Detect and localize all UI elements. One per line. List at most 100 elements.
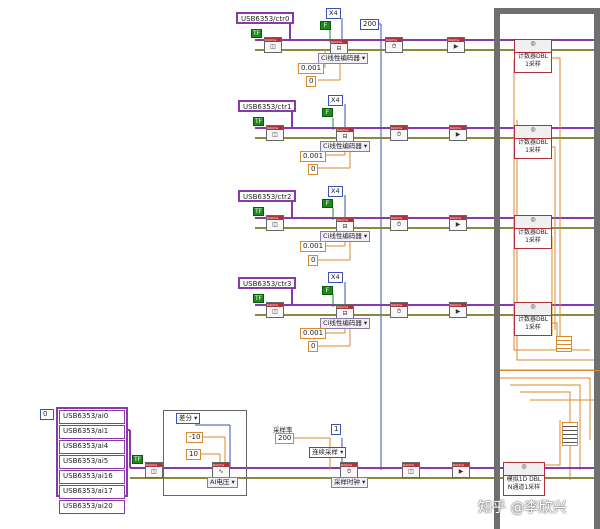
encoding-constant[interactable]: X4 (328, 272, 343, 283)
daqmx-timing-vi[interactable]: DAQmx⏱ (385, 37, 403, 53)
daqmx-start-vi[interactable]: DAQmx◫ (402, 462, 420, 478)
min-value-constant[interactable]: -10 (186, 432, 204, 443)
read-icon: ◎ (504, 463, 544, 476)
max-value-constant[interactable]: 10 (186, 449, 201, 460)
false-bool-constant[interactable]: F (322, 108, 333, 117)
ai-voltage-label: AI电压 (210, 478, 230, 486)
build-array-node[interactable] (556, 336, 572, 352)
counter-channel-constant[interactable]: USB6353/ctr1 (238, 100, 297, 112)
daq-icon: ◫ (272, 131, 278, 138)
daqmx-create-channel-vi[interactable]: DAQmx◫ (266, 302, 284, 318)
units-ring-label: Ci线性编码器 (323, 232, 362, 240)
counter-read-vi[interactable]: ◎ 计数器DBL 1采样 (514, 302, 552, 336)
sequence-frame[interactable] (494, 8, 600, 529)
distance-per-pulse-constant[interactable]: 0.001 (300, 151, 327, 162)
daqmx-start-task-vi[interactable]: DAQmx▶ (452, 462, 470, 478)
daqmx-timing-vi[interactable]: DAQmx⏱ (340, 462, 358, 478)
tf-bool-constant[interactable]: TF (253, 294, 264, 303)
daqmx-linear-encoder-vi[interactable]: DAQmx⊟ (336, 127, 354, 143)
encoding-constant[interactable]: X4 (328, 95, 343, 106)
play-icon: ▶ (455, 308, 461, 315)
sequence-inner-frame (500, 370, 600, 371)
tf-bool-constant[interactable]: TF (253, 207, 264, 216)
rate-constant[interactable]: 200 (360, 19, 380, 30)
ai-channel-item[interactable]: USB6353/ai4 (59, 440, 125, 454)
daqmx-ai-create-channel-vi[interactable]: DAQmx◫ (145, 462, 163, 478)
sample-rate-label: 采样率 (273, 426, 293, 434)
sample-clock-ring[interactable]: 采样时钟 ▾ (331, 477, 369, 488)
read-label-line2: 1采样 (525, 324, 541, 331)
daqmx-linear-encoder-vi[interactable]: DAQmx⊟ (336, 217, 354, 233)
sample-rate-constant[interactable]: 200 (275, 433, 295, 444)
tf-bool-constant[interactable]: TF (132, 455, 143, 464)
daqmx-start-vi[interactable]: DAQmx▶ (447, 37, 465, 53)
read-icon: ◎ (515, 126, 551, 139)
sample-mode-enum[interactable]: 连续采样 ▾ (309, 447, 347, 458)
distance-per-pulse-constant[interactable]: 0.001 (300, 328, 327, 339)
read-icon: ◎ (515, 216, 551, 229)
ai-channel-item[interactable]: USB6353/ai16 (59, 470, 125, 484)
ai-config-cluster[interactable] (163, 410, 247, 496)
daqmx-start-vi[interactable]: DAQmx▶ (449, 215, 467, 231)
watermark: 知乎 @李欣兴 (478, 500, 567, 516)
ai-channel-item[interactable]: USB6353/ai20 (59, 500, 125, 514)
read-icon: ◎ (515, 303, 551, 316)
distance-per-pulse-constant[interactable]: 0.001 (298, 63, 325, 74)
clock-icon: ⏱ (396, 131, 402, 138)
initial-position-constant[interactable]: 0 (306, 76, 317, 87)
sample-mode-value-constant[interactable]: 1 (331, 424, 342, 435)
read-label-line2: 1采样 (525, 147, 541, 154)
counter-channel-constant[interactable]: USB6353/ctr3 (238, 277, 297, 289)
counter-channel-constant[interactable]: USB6353/ctr2 (238, 190, 297, 202)
units-ring[interactable]: Ci线性编码器 ▾ (320, 141, 371, 152)
daqmx-ai-voltage-vi[interactable]: DAQmx∿ (212, 462, 230, 478)
initial-position-constant[interactable]: 0 (308, 341, 319, 352)
encoder-icon: ⊟ (336, 45, 342, 52)
encoding-constant[interactable]: X4 (328, 186, 343, 197)
ai-channel-item[interactable]: USB6353/ai5 (59, 455, 125, 469)
ai-channel-item[interactable]: USB6353/ai17 (59, 485, 125, 499)
build-array-node[interactable] (562, 422, 578, 446)
ai-read-line2: N通道1采样 (507, 484, 541, 491)
daqmx-linear-encoder-vi[interactable]: DAQmx⊟ (330, 39, 348, 55)
play-icon: ◫ (408, 468, 414, 475)
encoder-icon: ⊟ (342, 133, 348, 140)
ai-voltage-ring[interactable]: AI电压 ▾ (207, 477, 238, 488)
encoding-constant[interactable]: X4 (326, 8, 341, 19)
initial-position-constant[interactable]: 0 (308, 164, 319, 175)
distance-per-pulse-constant[interactable]: 0.001 (300, 241, 327, 252)
counter-read-vi[interactable]: ◎ 计数器DBL 1采样 (514, 125, 552, 159)
tf-bool-constant[interactable]: TF (253, 117, 264, 126)
daqmx-create-channel-vi[interactable]: DAQmx◫ (266, 125, 284, 141)
daqmx-timing-vi[interactable]: DAQmx⏱ (390, 302, 408, 318)
units-ring[interactable]: Ci线性编码器 ▾ (320, 231, 371, 242)
units-ring[interactable]: Ci线性编码器 ▾ (320, 318, 371, 329)
false-bool-constant[interactable]: F (322, 286, 333, 295)
false-bool-constant[interactable]: F (320, 21, 331, 30)
counter-read-vi[interactable]: ◎ 计数器DBL 1采样 (514, 215, 552, 249)
terminal-config-enum[interactable]: 差分 ▾ (176, 413, 201, 424)
counter-channel-constant[interactable]: USB6353/ctr0 (236, 12, 295, 24)
initial-position-constant[interactable]: 0 (308, 255, 319, 266)
ai-channel-array[interactable]: USB6353/ai0 USB6353/ai1 USB6353/ai4 USB6… (56, 407, 128, 514)
daqmx-linear-encoder-vi[interactable]: DAQmx⊟ (336, 304, 354, 320)
daqmx-start-vi[interactable]: DAQmx▶ (449, 125, 467, 141)
ai-index-constant[interactable]: 0 (40, 409, 54, 420)
ai-channel-item[interactable]: USB6353/ai0 (59, 410, 125, 424)
terminal-config-label: 差分 (179, 414, 192, 422)
counter-read-vi[interactable]: ◎ 计数器DBL 1采样 (514, 39, 552, 73)
daqmx-start-vi[interactable]: DAQmx▶ (449, 302, 467, 318)
tf-bool-constant[interactable]: TF (251, 29, 262, 38)
play-icon: ▶ (455, 131, 461, 138)
false-bool-constant[interactable]: F (322, 199, 333, 208)
units-ring-label: Ci线性编码器 (323, 142, 362, 150)
ai-read-vi[interactable]: ◎ 模拟1D DBL N通道1采样 (503, 462, 545, 496)
read-label-line1: 计数器DBL (517, 53, 549, 60)
daqmx-create-channel-vi[interactable]: DAQmx◫ (266, 215, 284, 231)
units-ring[interactable]: Ci线性编码器 ▾ (318, 53, 369, 64)
read-icon: ◎ (515, 40, 551, 53)
daqmx-timing-vi[interactable]: DAQmx⏱ (390, 215, 408, 231)
daqmx-create-channel-vi[interactable]: DAQmx◫ (264, 37, 282, 53)
daqmx-timing-vi[interactable]: DAQmx⏱ (390, 125, 408, 141)
ai-channel-item[interactable]: USB6353/ai1 (59, 425, 125, 439)
